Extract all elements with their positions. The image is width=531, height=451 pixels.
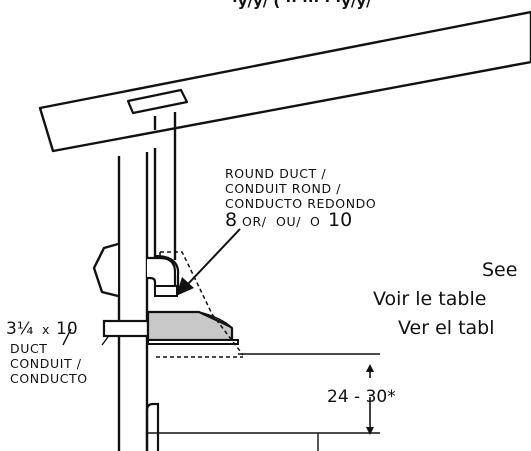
mounting-height-label: 24 - 30* — [327, 387, 396, 407]
height-dimension — [366, 364, 374, 435]
range-hood — [146, 310, 234, 342]
round-duct-arrow-line — [187, 228, 241, 285]
round-duct-size-10: 10 — [328, 209, 352, 231]
round-duct-label: ROUND DUCT / CONDUIT ROND / CONDUCTO RED… — [225, 166, 376, 231]
range-body-edge — [145, 402, 160, 451]
rectangular-duct — [102, 319, 150, 338]
rect-duct-width: 3¼ — [6, 319, 33, 339]
range-hood-bottom — [147, 339, 239, 345]
round-duct-line-3: CONDUCTO REDONDO — [225, 196, 376, 211]
round-duct-sep-o: O — [310, 214, 320, 229]
duct-elbow-collar — [154, 285, 178, 297]
rect-duct-line-2: CONDUIT / — [10, 356, 82, 371]
round-duct-line-1: ROUND DUCT / — [225, 166, 326, 181]
roof-beam — [38, 10, 531, 153]
rect-duct-label: 3¼ x 10 DUCT CONDUIT / CONDUCTO — [6, 319, 88, 386]
duct-label-leader-1 — [62, 328, 72, 346]
round-duct-line-2: CONDUIT ROND / — [225, 181, 341, 196]
range-hood-slope — [198, 311, 233, 329]
table-reference-note: See Voir le table Ver el tabl — [373, 259, 517, 339]
round-duct-sep-or: OR/ — [242, 214, 267, 229]
round-duct-size-8: 8 — [225, 209, 237, 231]
rect-duct-line-1: DUCT — [10, 341, 48, 356]
note-line-es: Ver el tabl — [398, 317, 495, 339]
rect-duct-x: x — [42, 322, 50, 337]
duct-elbow-outer — [154, 254, 180, 294]
vertical-stack — [153, 112, 177, 260]
note-line-en: See — [482, 259, 517, 281]
roof-cap — [126, 88, 189, 115]
duct-elbow — [147, 256, 177, 292]
rect-duct-line-3: CONDUCTO — [10, 371, 88, 386]
rect-duct-height: 10 — [56, 319, 78, 339]
top-cutoff-text: ·y/y/ ( ·· ··· · ·y/y/ — [232, 0, 372, 10]
round-duct-sep-ou: OU/ — [276, 214, 301, 229]
note-line-fr: Voir le table — [373, 288, 486, 310]
duct-label-leader-2 — [101, 336, 109, 346]
wall-cap — [92, 242, 119, 298]
hood-dashed-outline — [156, 251, 244, 358]
round-duct-arrowhead — [176, 277, 194, 296]
